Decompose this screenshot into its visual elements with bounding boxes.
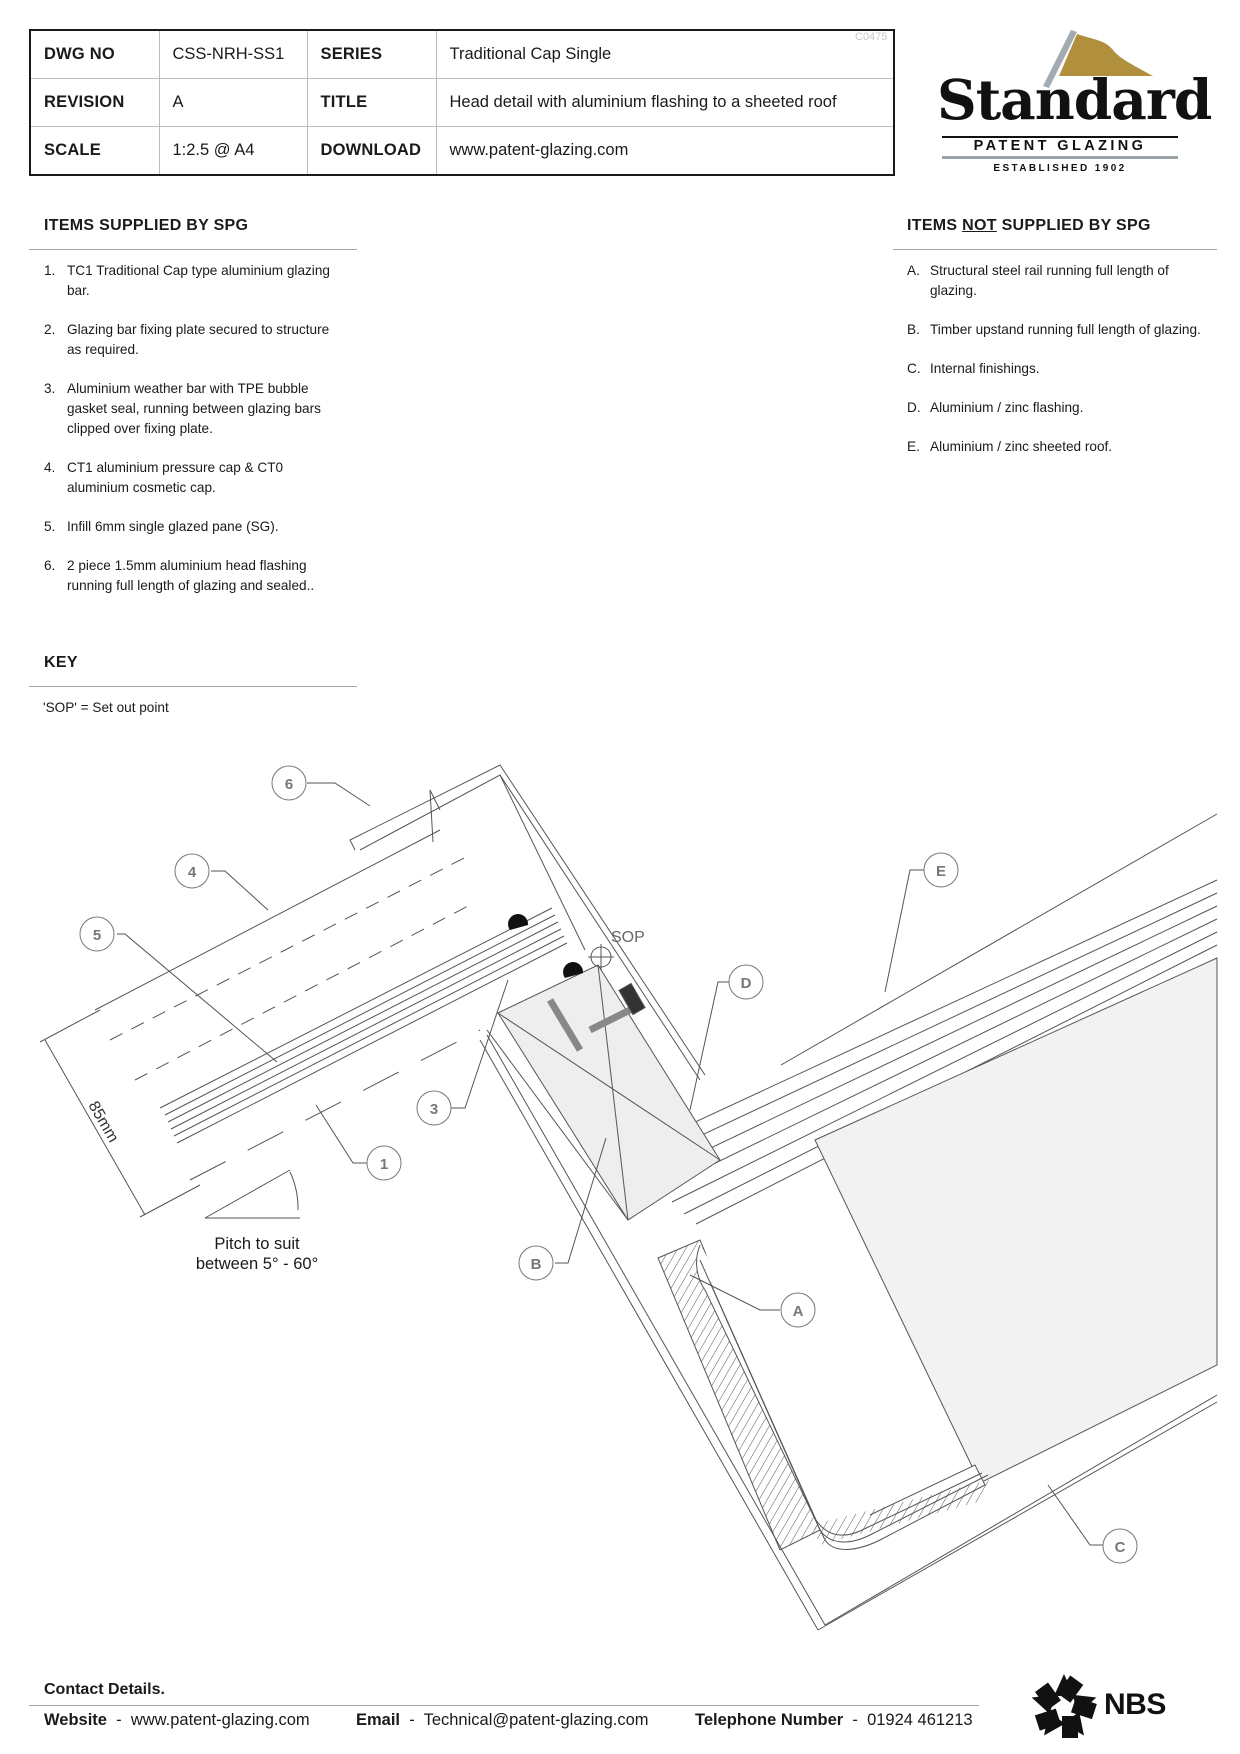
dimension-label: 85mm	[85, 1099, 122, 1146]
not-supplied-list: A.Structural steel rail running full len…	[907, 261, 1207, 476]
dimension-85mm	[39, 1009, 201, 1218]
pitch-indicator	[204, 1169, 300, 1219]
footer-rule	[29, 1705, 979, 1706]
list-item: C.Internal finishings.	[907, 361, 1040, 376]
glazing-bar	[94, 829, 568, 1181]
leader-lines	[117, 782, 1105, 1546]
svg-text:B: B	[531, 1256, 542, 1273]
scale-value: 1:2.5 @ A4	[158, 126, 308, 176]
series-value: Traditional Cap Single	[435, 29, 895, 79]
download-link[interactable]: www.patent-glazing.com	[435, 126, 895, 176]
callout-c: C	[1102, 1528, 1138, 1564]
website-row: Website - www.patent-glazing.com	[44, 1711, 310, 1729]
title-value: Head detail with aluminium flashing to a…	[435, 78, 895, 127]
head-detail-drawing: 6 4 5 1 3 B D E A C SOP 85mm Pitch to su…	[39, 764, 1218, 1631]
callout-1: 1	[366, 1145, 402, 1181]
contact-heading: Contact Details.	[44, 1681, 165, 1698]
revision-label: REVISION	[29, 78, 160, 127]
key-rule	[29, 686, 357, 687]
dwg-no-label: DWG NO	[29, 29, 160, 79]
roof-deck	[814, 957, 1218, 1484]
nbs-logo-icon	[1031, 1674, 1097, 1738]
revision-value: A	[158, 78, 308, 127]
list-item: 3.Aluminium weather bar with TPE bubble …	[44, 381, 321, 436]
title-block: DWG NO CSS-NRH-SS1 SERIES Traditional Ca…	[29, 29, 895, 176]
callout-d: D	[728, 964, 764, 1000]
svg-text:C: C	[1115, 1539, 1126, 1556]
svg-text:1: 1	[380, 1156, 388, 1173]
logo-established: ESTABLISHED 1902	[993, 163, 1127, 174]
scale-label: SCALE	[29, 126, 160, 176]
svg-text:5: 5	[93, 927, 101, 944]
drawing-ref-code: C0475	[855, 31, 888, 43]
sop-label: SOP	[611, 929, 645, 946]
logo-divider	[942, 136, 1178, 138]
pitch-label-1: Pitch to suit	[214, 1235, 300, 1253]
callouts: 6 4 5 1 3 B D E A C	[79, 765, 1138, 1564]
callout-6: 6	[271, 765, 307, 801]
title-label: TITLE	[306, 78, 437, 127]
list-item: B.Timber upstand running full length of …	[907, 322, 1201, 337]
supplied-heading: ITEMS SUPPLIED BY SPG	[44, 217, 249, 234]
logo-subtitle: PATENT GLAZING	[973, 138, 1147, 154]
head-flashing	[349, 764, 706, 1081]
not-supplied-heading: ITEMS NOT SUPPLIED BY SPG	[907, 217, 1151, 234]
list-item: E.Aluminium / zinc sheeted roof.	[907, 439, 1113, 454]
logo-divider-grey	[942, 156, 1178, 159]
not-supplied-rule	[893, 249, 1217, 250]
list-item: 4.CT1 aluminium pressure cap & CT0 alumi…	[44, 460, 284, 495]
fixing-screw	[546, 982, 646, 1052]
svg-text:D: D	[741, 975, 752, 992]
download-label: DOWNLOAD	[306, 126, 437, 176]
internal-finish	[479, 1034, 1218, 1631]
list-item: 6.2 piece 1.5mm aluminium head flashing …	[44, 558, 315, 593]
svg-text:E: E	[936, 863, 946, 880]
logo-wordmark: Standard	[937, 67, 1212, 132]
sheeted-roof	[623, 813, 1218, 1225]
svg-text:A: A	[793, 1303, 804, 1320]
list-item: A.Structural steel rail running full len…	[907, 263, 1169, 298]
svg-text:4: 4	[188, 864, 197, 881]
callout-a: A	[780, 1292, 816, 1328]
list-item: D.Aluminium / zinc flashing.	[907, 400, 1084, 415]
callout-e: E	[923, 852, 959, 888]
flag-icon	[1043, 30, 1153, 88]
website-link[interactable]: www.patent-glazing.com	[130, 1711, 310, 1729]
svg-text:3: 3	[430, 1101, 438, 1118]
nbs-wordmark: NBS	[1104, 1688, 1166, 1721]
list-item: 5.Infill 6mm single glazed pane (SG).	[44, 519, 279, 534]
pitch-label-2: between 5° - 60°	[196, 1255, 318, 1273]
list-item: 1.TC1 Traditional Cap type aluminium gla…	[44, 263, 330, 298]
supplied-list: 1.TC1 Traditional Cap type aluminium gla…	[44, 261, 344, 615]
list-item: 2.Glazing bar fixing plate secured to st…	[44, 322, 330, 357]
svg-text:6: 6	[285, 776, 293, 793]
steel-rail	[657, 1239, 821, 1551]
email-row: Email - Technical@patent-glazing.com	[356, 1711, 649, 1729]
callout-5: 5	[79, 916, 115, 952]
email-link[interactable]: Technical@patent-glazing.com	[423, 1711, 649, 1729]
supplied-rule	[29, 249, 357, 250]
key-text: 'SOP' = Set out point	[43, 700, 169, 715]
phone-row: Telephone Number - 01924 461213	[695, 1711, 973, 1729]
dwg-no-value: CSS-NRH-SS1	[158, 29, 308, 79]
phone-number: 01924 461213	[867, 1711, 973, 1729]
timber-upstand	[497, 964, 721, 1221]
series-label: SERIES	[306, 29, 437, 79]
callout-b: B	[518, 1245, 554, 1281]
key-heading: KEY	[44, 654, 78, 671]
callout-3: 3	[416, 1090, 452, 1126]
callout-4: 4	[174, 853, 210, 889]
